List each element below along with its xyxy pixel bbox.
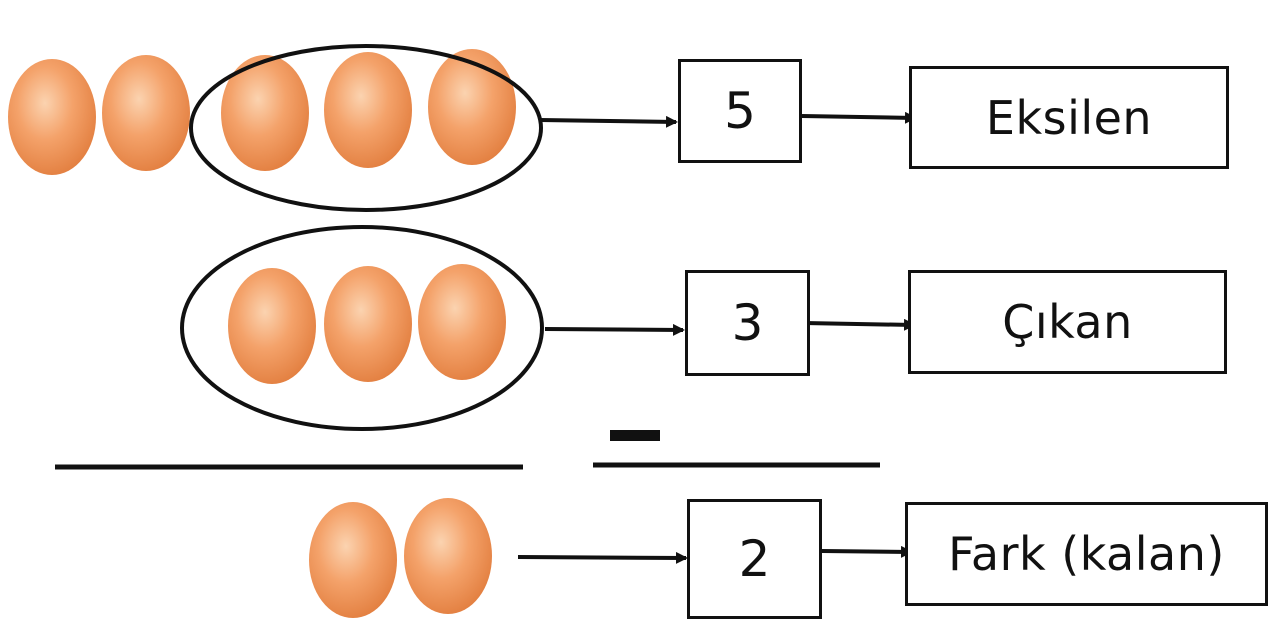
label-box-row1: Eksilen: [909, 66, 1229, 169]
egg: [221, 55, 309, 171]
egg: [228, 268, 316, 384]
egg: [324, 52, 412, 168]
row2-eggs: [228, 264, 506, 384]
number-row1: 5: [724, 82, 756, 140]
egg: [324, 266, 412, 382]
label-row3: Fark (kalan): [948, 527, 1225, 581]
arrow-row2-label: [803, 318, 916, 331]
label-row1: Eksilen: [985, 90, 1153, 145]
arrow-row1-label: [801, 111, 917, 124]
egg: [428, 49, 516, 165]
number-row3: 2: [738, 530, 771, 588]
number-box-row3: 2: [687, 499, 822, 619]
egg: [418, 264, 506, 380]
egg: [8, 59, 96, 175]
row2-circle: [180, 225, 544, 431]
row1-eggs: [8, 49, 516, 175]
egg: [404, 498, 492, 614]
arrow-row1-eggs: [539, 115, 678, 128]
label-box-row3: Fark (kalan): [905, 502, 1268, 606]
arrow-row3-label: [821, 545, 913, 558]
minus-sign: [610, 430, 660, 441]
egg: [102, 55, 190, 171]
label-box-row2: Çıkan: [908, 270, 1227, 374]
label-row2: Çıkan: [1002, 295, 1133, 349]
row1-circle: [189, 44, 543, 212]
arrow-row3-eggs: [517, 551, 688, 564]
number-box-row2: 3: [685, 270, 810, 376]
number-row2: 3: [731, 294, 764, 352]
arrow-row2-eggs: [544, 323, 685, 336]
number-box-row1: 5: [678, 59, 802, 163]
egg: [309, 502, 397, 618]
row3-eggs: [309, 498, 492, 618]
